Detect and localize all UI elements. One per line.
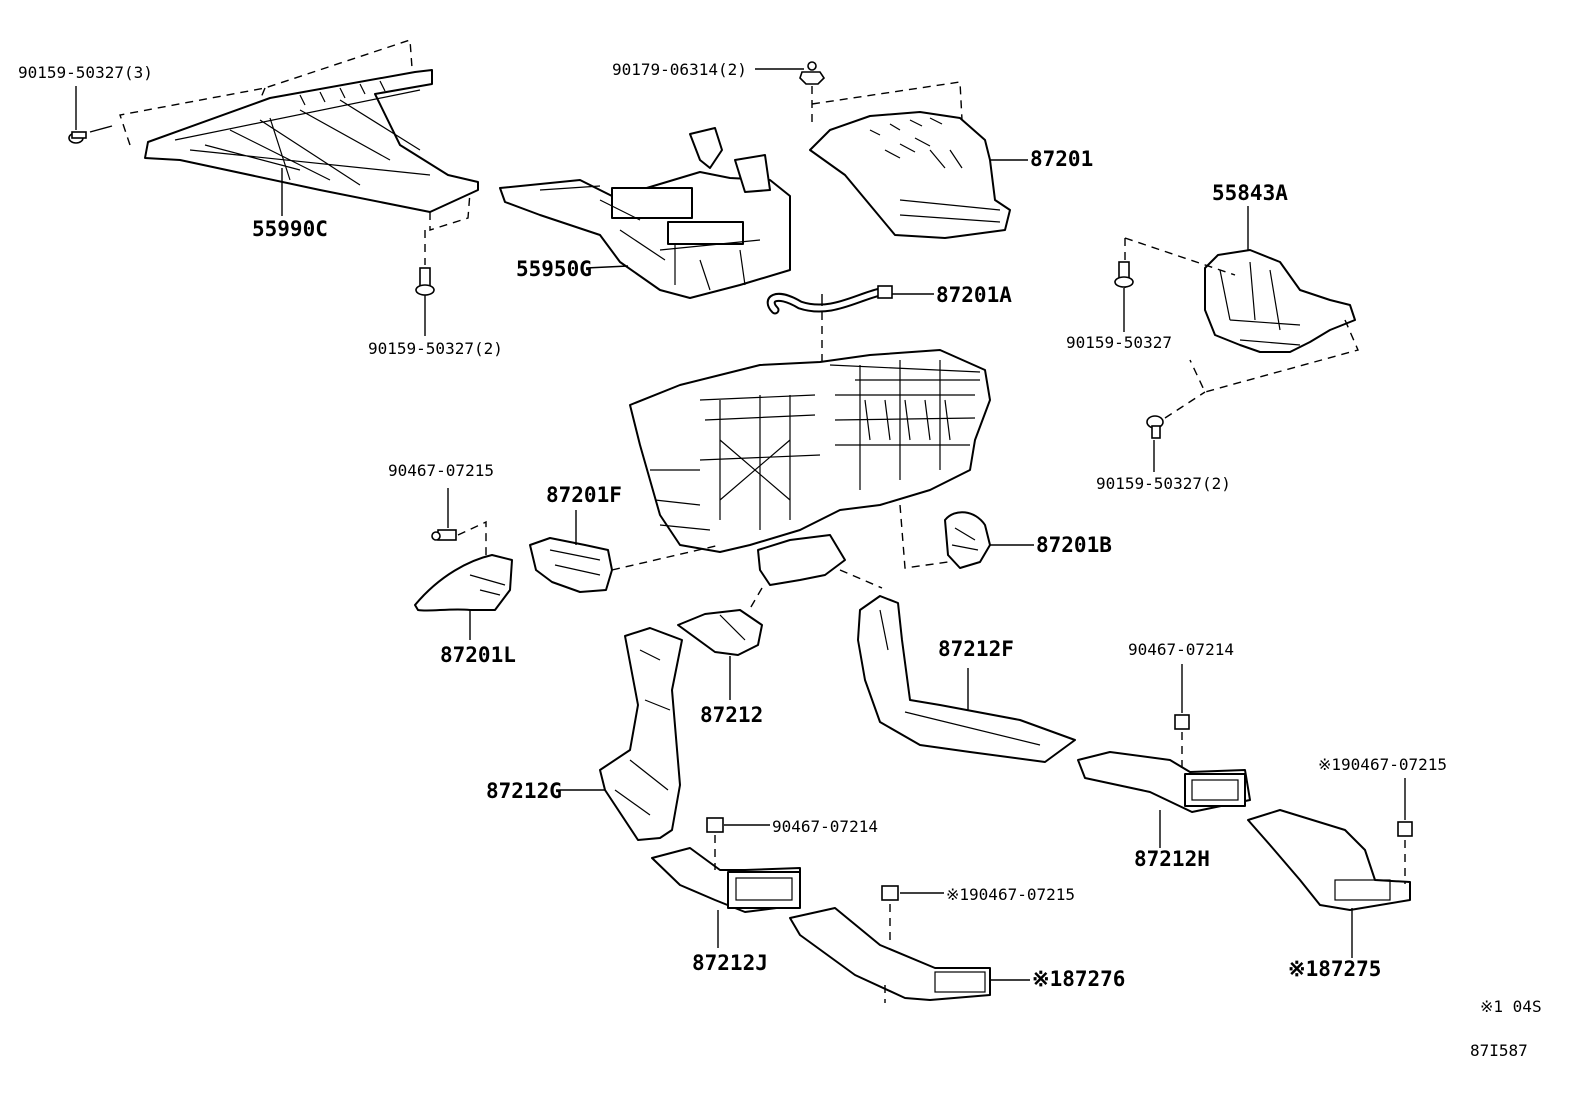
callout-55950g: 55950G [516,257,592,281]
callout-87212: 87212 [700,703,763,727]
callout-87201: 87201 [1030,147,1093,171]
callout-x90467-07215b: ※190467-07215 [946,885,1075,904]
part-87201b-illustration [944,511,991,569]
callout-x87275: ※187275 [1288,957,1381,981]
callout-87201l: 87201L [440,643,516,667]
callout-x87276: ※187276 [1032,967,1125,991]
bolt-90159-50327 [1114,261,1134,332]
nut-90179-06314 [755,61,826,128]
bolt-90159-50327-2a [415,230,435,336]
hvac-unit-illustration [629,349,991,586]
bolt-90467-07214b [706,817,770,870]
callout-87212j: 87212J [692,951,768,975]
bolt-x90467-07215b [1397,778,1413,884]
part-87201a-illustration [766,285,934,315]
part-87201l-illustration [414,554,513,612]
callout-90467-07215: 90467-07215 [388,461,494,480]
part-87212g-illustration [599,627,683,841]
part-87212f-illustration [857,595,1076,763]
bolt-90159-50327-2b [1146,391,1206,472]
callout-90159-50327-2b: 90159-50327(2) [1096,474,1231,493]
part-55843a-illustration [1204,249,1356,353]
part-87201f-illustration [529,537,613,593]
callout-90159-50327-2a: 90159-50327(2) [368,339,503,358]
callout-87201a: 87201A [936,283,1012,307]
part-87201-illustration [809,111,1011,239]
part-55990c-illustration [144,69,479,213]
part-87212j-illustration [651,847,801,913]
bolt-90159-50327-3 [68,86,113,144]
callout-55990c: 55990C [252,217,328,241]
callout-87201b: 87201B [1036,533,1112,557]
part-87275-illustration [1247,809,1411,911]
bolt-90467-07215 [431,488,487,560]
callout-87212f: 87212F [938,637,1014,661]
callout-87201f: 87201F [546,483,622,507]
bolt-x90467-07215a [881,885,944,940]
diagram-id: 87I587 [1470,1041,1528,1060]
callout-90467-07214a: 90467-07214 [1128,640,1234,659]
part-55950g-illustration [499,127,791,299]
callout-90159-50327-3: 90159-50327(3) [18,63,153,82]
callout-90467-07214b: 90467-07214 [772,817,878,836]
callout-87212h: 87212H [1134,847,1210,871]
part-87212-illustration [677,609,763,656]
callout-55843a: 55843A [1212,181,1288,205]
part-87212h-illustration [1077,751,1251,813]
callout-87212g: 87212G [486,779,562,803]
part-87276-illustration [789,907,991,1001]
callout-90159-50327: 90159-50327 [1066,333,1172,352]
bolt-90467-07214a [1174,664,1190,768]
callout-x90467-07215a: ※190467-07215 [1318,755,1447,774]
callout-90179-06314-2: 90179-06314(2) [612,60,747,79]
footnote: ※1 04S [1480,997,1542,1016]
